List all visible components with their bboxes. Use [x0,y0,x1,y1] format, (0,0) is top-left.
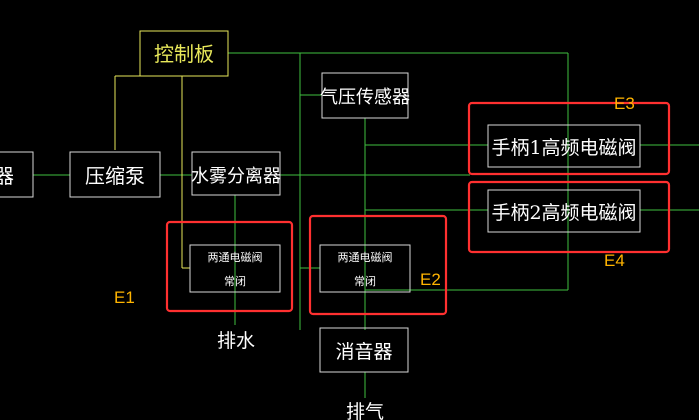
highlight-e3 [467,101,671,176]
pressure-sensor-block: 气压传感器 [320,72,410,119]
valve-e2-label-line1: 两通电磁阀 [338,250,393,264]
exhaust-label: 排气 [346,401,384,420]
valve-e3-block: 手柄1高频电磁阀 [487,124,641,168]
left-partial-block: 器 [0,151,34,198]
tag-e1: E1 [114,288,135,307]
valve-e2-block: 两通电磁阀 常闭 [319,244,411,293]
drain-label: 排水 [217,330,255,352]
valve-e4-block: 手柄2高频电磁阀 [487,189,641,233]
muffler-label: 消音器 [335,341,392,363]
highlight-e4 [467,180,671,254]
control-lines [114,75,190,269]
valve-e1-label-line2: 常闭 [224,275,246,288]
control-board-block: 控制板 [139,30,229,77]
compressor-block: 压缩泵 [69,151,161,198]
pressure-sensor-label: 气压传感器 [320,87,410,108]
valve-e1-label-line1: 两通电磁阀 [208,250,263,264]
water-separator-block: 水雾分离器 [191,151,281,196]
highlight-frames [165,101,671,316]
valve-e4-label: 手柄2高频电磁阀 [491,202,636,224]
valve-e3-label: 手柄1高频电磁阀 [491,137,636,159]
control-board-label: 控制板 [154,42,214,66]
valve-e1-block: 两通电磁阀 常闭 [189,244,281,293]
valve-e2-label-line2: 常闭 [354,275,376,288]
left-partial-label: 器 [0,164,14,188]
tag-e3: E3 [614,94,635,113]
muffler-block: 消音器 [319,327,409,373]
water-separator-label: 水雾分离器 [191,166,281,187]
highlight-e2 [308,214,448,316]
compressor-label: 压缩泵 [85,164,145,188]
tag-e4: E4 [604,251,625,270]
highlight-e1 [165,220,294,313]
tag-e2: E2 [420,270,441,289]
